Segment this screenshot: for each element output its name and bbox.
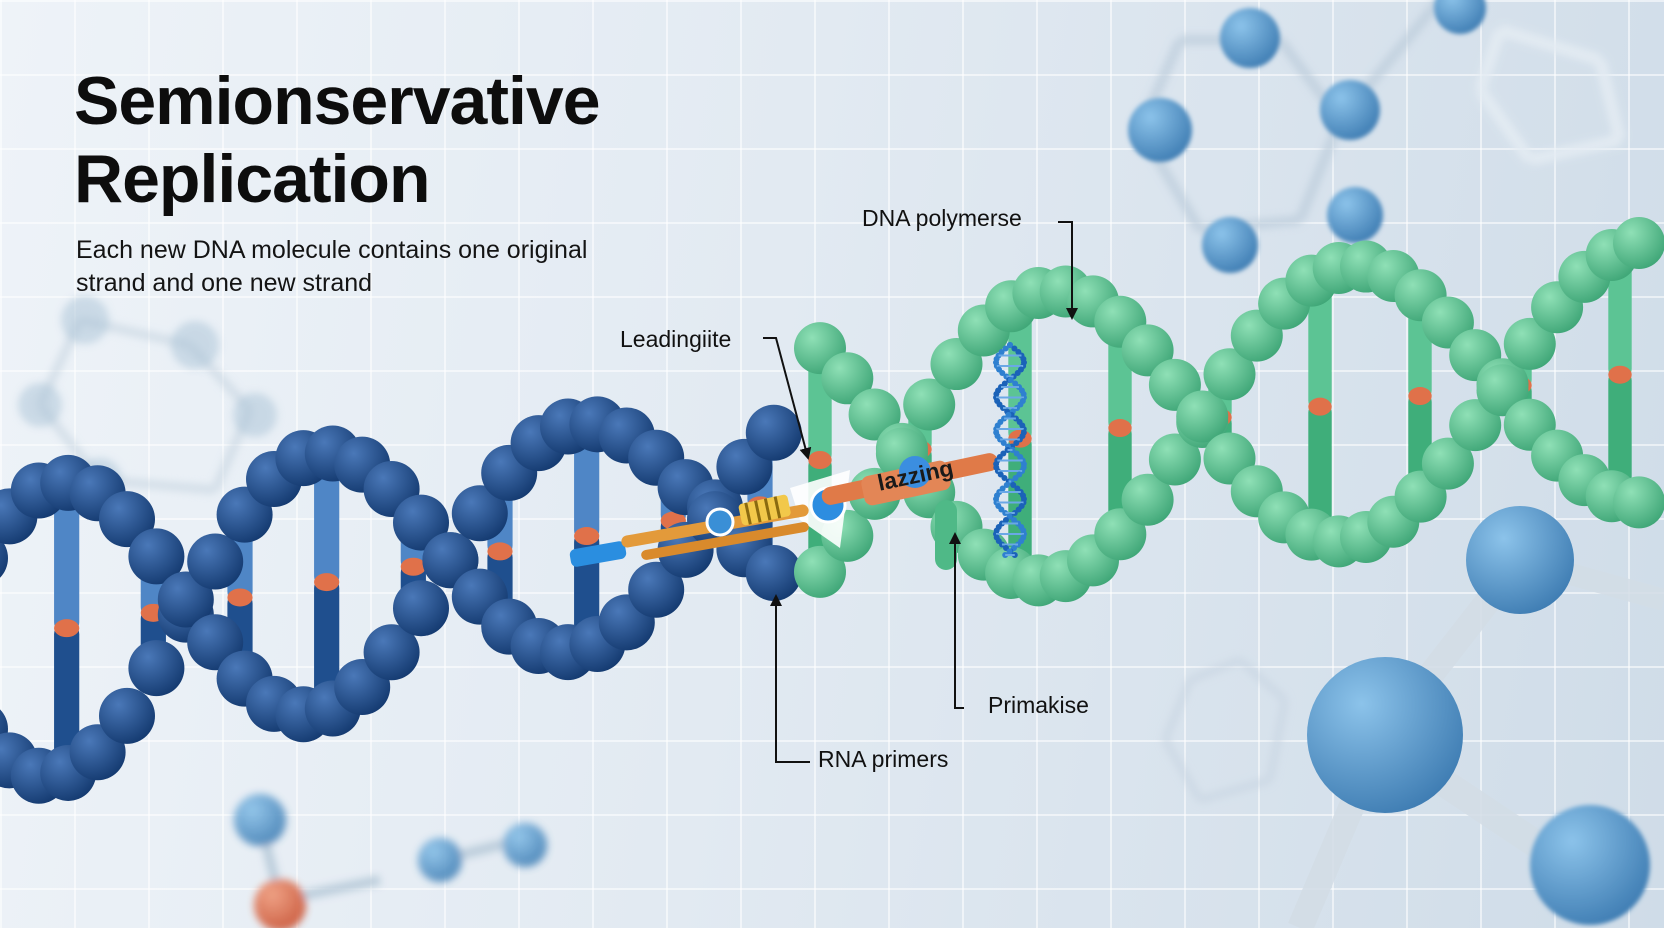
primase-helix-strand [1011,517,1018,523]
primase-helix-strand [998,506,1005,513]
parental-bead [128,640,185,697]
parental-bead [99,687,155,744]
new-base-pair [1108,419,1132,438]
new-base-pair [1408,387,1432,406]
parental-bead [628,561,685,618]
subtitle-line-2: strand and one new strand [76,269,373,297]
primase-helix-strand [1016,471,1023,478]
primase-helix [993,342,1027,558]
primase-helix-strand [1000,440,1007,446]
new-bead [1613,476,1664,529]
title-line-2: Replication [74,141,430,217]
subtitle-line-1: Each new DNA molecule contains one origi… [76,236,588,264]
primase-helix-strand [1012,475,1019,481]
new-bead [1449,399,1502,452]
label-dna-polymerase: DNA polymerse [862,205,1022,231]
primase-helix-strand [1007,377,1014,383]
primase-helix-strand [1014,370,1021,376]
parental-bead [393,580,449,637]
label-primase: Primakise [988,692,1089,718]
parental-bead [451,485,508,542]
primase-helix-strand [1006,548,1013,555]
parental-bead [128,528,185,585]
primase-helix-strand [1010,482,1017,488]
parental-dna-helix [0,396,802,804]
new-bead [1176,390,1229,443]
primase-helix-strand [1001,380,1008,387]
primase-helix-strand [1002,517,1009,523]
parental-base-pair [574,527,600,546]
parental-base-pair [400,557,426,576]
new-bead [821,352,874,405]
new-bead [1613,217,1664,269]
annotation-leaders [763,221,1078,763]
new-bead [1148,433,1201,486]
primase-helix-strand [1005,412,1012,418]
new-bead [1121,473,1174,526]
parental-bead [393,494,449,551]
parental-bead [157,571,214,628]
parental-bead [745,544,802,601]
primase-helix-strand [1013,440,1020,446]
new-bead [794,545,846,598]
page-title: Semionservative Replication [74,62,714,218]
primase-helix-strand [1012,380,1019,387]
new-base-pair [1308,397,1332,416]
label-leading-strand: Leadingiite [620,326,732,352]
primase-helix-strand [1015,506,1022,513]
new-base-pair [808,451,832,469]
new-bead [903,378,956,431]
parental-base-pair [487,542,513,561]
new-base-pair [1608,365,1632,384]
primase-helix-strand [1001,475,1008,481]
primase-helix-strand [997,471,1004,478]
parental-bead [0,538,8,578]
new-bead [1203,348,1256,401]
primer-tag [738,494,791,526]
parental-base-pair [54,619,80,638]
parental-base-pair [314,573,340,592]
label-rna-primers: RNA primers [818,746,949,772]
parental-bead [187,533,244,590]
new-bead [1421,437,1474,490]
parental-base-pair [227,588,253,607]
primase-helix-strand [999,370,1006,376]
new-bead [1503,317,1556,370]
primase-helix-strand [1003,482,1010,488]
primase-helix-strand [1011,345,1018,352]
title-line-1: Semionservative [74,63,601,139]
primase-helix-strand [1002,345,1009,352]
page-subtitle: Each new DNA molecule contains one origi… [76,234,676,300]
primase-helix-strand [1007,342,1013,348]
parental-bead [363,624,420,681]
replication-fork [569,342,1027,570]
parental-bead [745,404,802,461]
